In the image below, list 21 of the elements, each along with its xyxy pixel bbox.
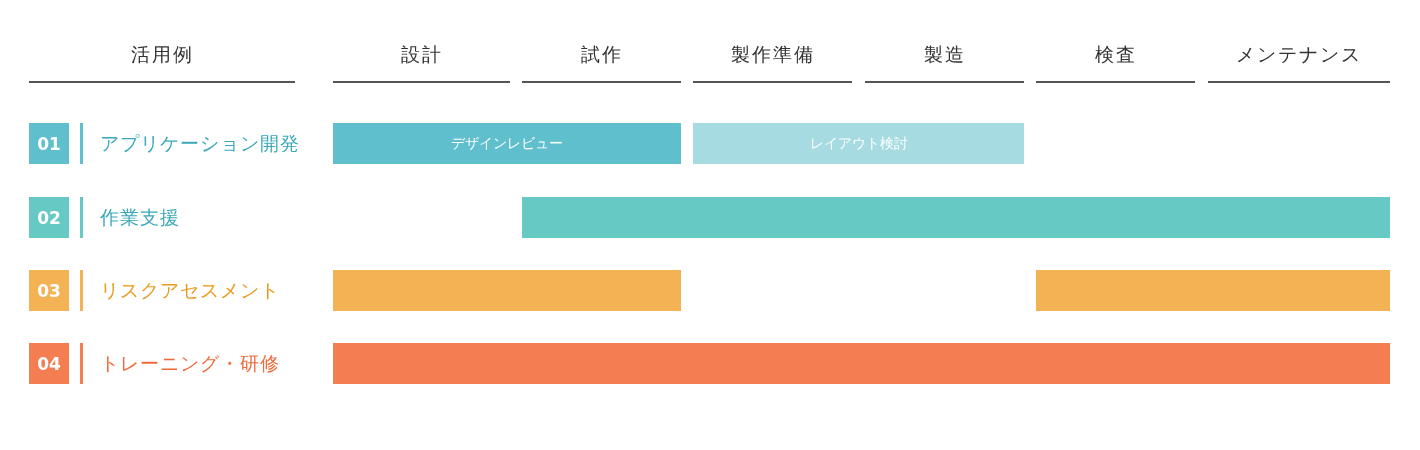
column-header: 製造 [922, 42, 967, 67]
schedule-bar [333, 343, 1390, 384]
schedule-bar: レイアウト検討 [693, 123, 1024, 164]
row-title: トレーニング・研修 [100, 351, 280, 376]
column-header: 製作準備 [729, 42, 816, 67]
row-title: リスクアセスメント [100, 278, 280, 303]
schedule-bar [333, 270, 681, 311]
column-header: 設計 [399, 42, 444, 67]
schedule-bar: デザインレビュー [333, 123, 681, 164]
row-title: アプリケーション開発 [100, 131, 300, 156]
number-badge: 02 [29, 197, 69, 238]
column-header: 検査 [1093, 42, 1138, 67]
number-badge: 03 [29, 270, 69, 311]
column-header: 活用例 [129, 42, 195, 67]
row-title: 作業支援 [100, 205, 180, 230]
column-header: 試作 [579, 42, 624, 67]
schedule-bar [522, 197, 1390, 238]
number-badge: 01 [29, 123, 69, 164]
schedule-bar [1036, 270, 1390, 311]
number-badge: 04 [29, 343, 69, 384]
column-header: メンテナンス [1235, 42, 1363, 67]
